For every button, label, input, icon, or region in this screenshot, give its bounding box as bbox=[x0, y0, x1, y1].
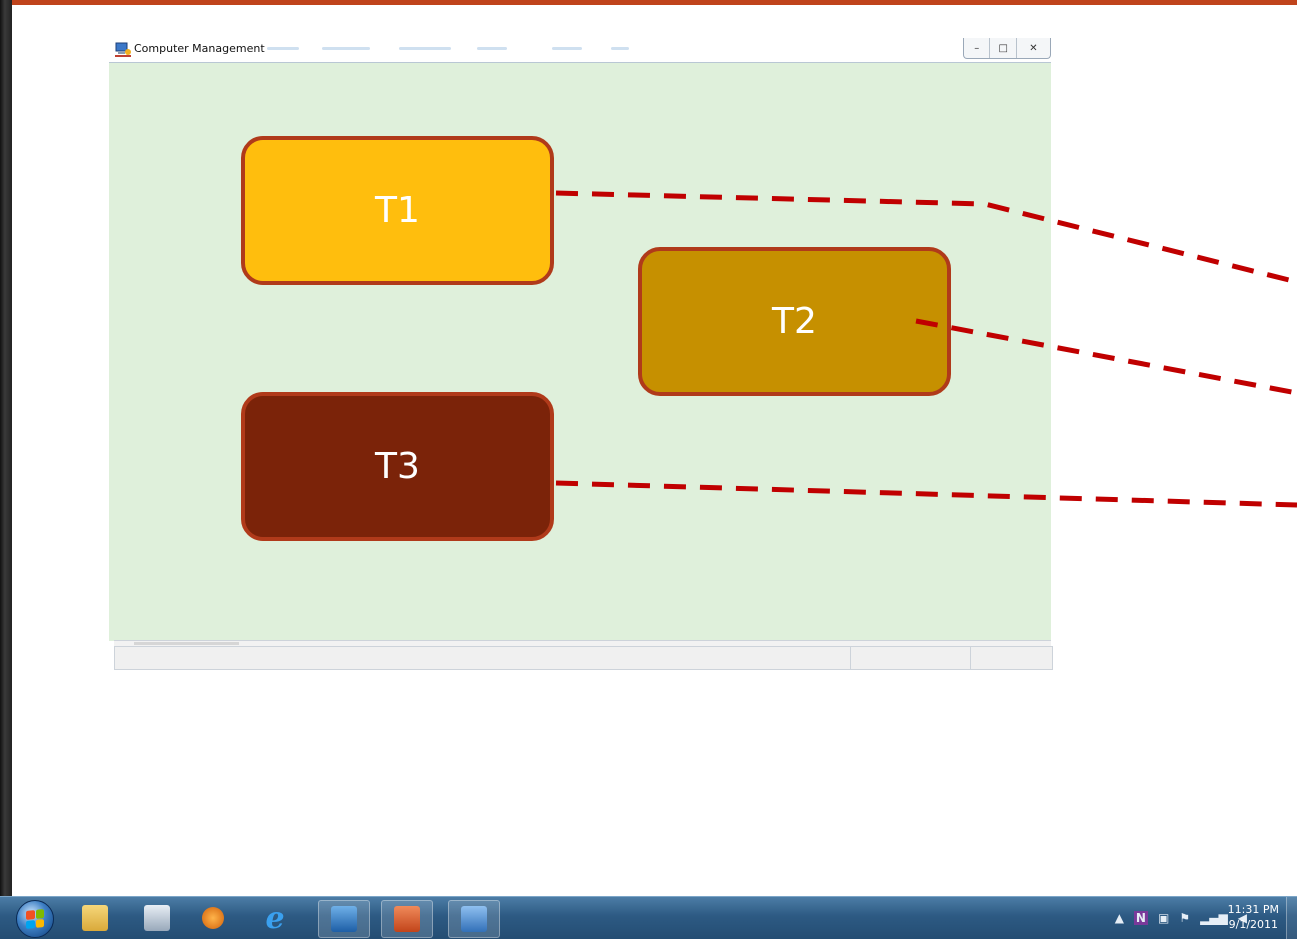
show-hidden-icons-icon[interactable]: ▲ bbox=[1114, 911, 1124, 925]
window-controls: – □ ✕ bbox=[963, 38, 1051, 59]
maximize-button[interactable]: □ bbox=[990, 38, 1017, 58]
task-label: T3 bbox=[375, 446, 420, 487]
clock-date: 9/1/2011 bbox=[1228, 918, 1279, 931]
minimize-button[interactable]: – bbox=[964, 38, 991, 58]
taskbar: e ▲ N ▣ ⚑ ▂▄▆ ◀ 11:31 PM 9/1/2011 bbox=[0, 896, 1297, 939]
ghost-menu-item bbox=[322, 47, 370, 50]
status-separator bbox=[970, 647, 971, 669]
task-box-t1: T1 bbox=[241, 136, 554, 285]
media-player-icon[interactable] bbox=[188, 900, 238, 936]
status-bar bbox=[114, 646, 1053, 670]
calculator-icon[interactable] bbox=[132, 900, 182, 936]
device-icon[interactable]: ▣ bbox=[1157, 911, 1170, 925]
ghost-menu-item bbox=[611, 47, 629, 50]
volume-icon[interactable]: ◀ bbox=[1237, 911, 1247, 925]
title-bar: Computer Management – □ ✕ bbox=[109, 38, 1051, 62]
task-box-t3: T3 bbox=[241, 392, 554, 541]
ie-e-glyph: e bbox=[265, 900, 285, 936]
powerpoint-icon[interactable] bbox=[381, 900, 433, 938]
network-signal-icon[interactable]: ▂▄▆ bbox=[1200, 911, 1228, 925]
file-explorer-icon[interactable] bbox=[70, 900, 120, 936]
onenote-icon[interactable]: N bbox=[1133, 911, 1148, 925]
scrollbar-thumb[interactable] bbox=[134, 642, 239, 645]
internet-explorer-icon[interactable]: e bbox=[250, 900, 300, 936]
status-separator bbox=[850, 647, 851, 669]
slide-top-border bbox=[0, 0, 1297, 5]
slide-left-border bbox=[0, 0, 12, 896]
start-orb-icon[interactable] bbox=[16, 900, 54, 938]
horizontal-scrollbar[interactable] bbox=[114, 640, 1051, 647]
task-box-t2: T2 bbox=[638, 247, 951, 396]
action-center-flag-icon[interactable]: ⚑ bbox=[1179, 911, 1191, 925]
ghost-menu-item bbox=[552, 47, 582, 50]
computer-management-taskbar-icon[interactable] bbox=[448, 900, 500, 938]
ghost-menu-item bbox=[477, 47, 507, 50]
task-label: T2 bbox=[772, 301, 817, 342]
window-title: Computer Management bbox=[134, 42, 265, 55]
close-button[interactable]: ✕ bbox=[1029, 42, 1038, 54]
clock-time: 11:31 PM bbox=[1227, 903, 1279, 916]
windows-flag-icon bbox=[26, 909, 44, 929]
ghost-menu-item bbox=[267, 47, 299, 50]
computer-management-icon bbox=[115, 42, 131, 57]
task-label: T1 bbox=[375, 190, 420, 231]
system-tray: ▲ N ▣ ⚑ ▂▄▆ ◀ bbox=[1115, 903, 1247, 933]
ghost-menu-item bbox=[399, 47, 451, 50]
system-clock[interactable]: 11:31 PM 9/1/2011 bbox=[1228, 902, 1279, 932]
lync-icon[interactable] bbox=[318, 900, 370, 938]
show-desktop-button[interactable] bbox=[1286, 897, 1297, 939]
